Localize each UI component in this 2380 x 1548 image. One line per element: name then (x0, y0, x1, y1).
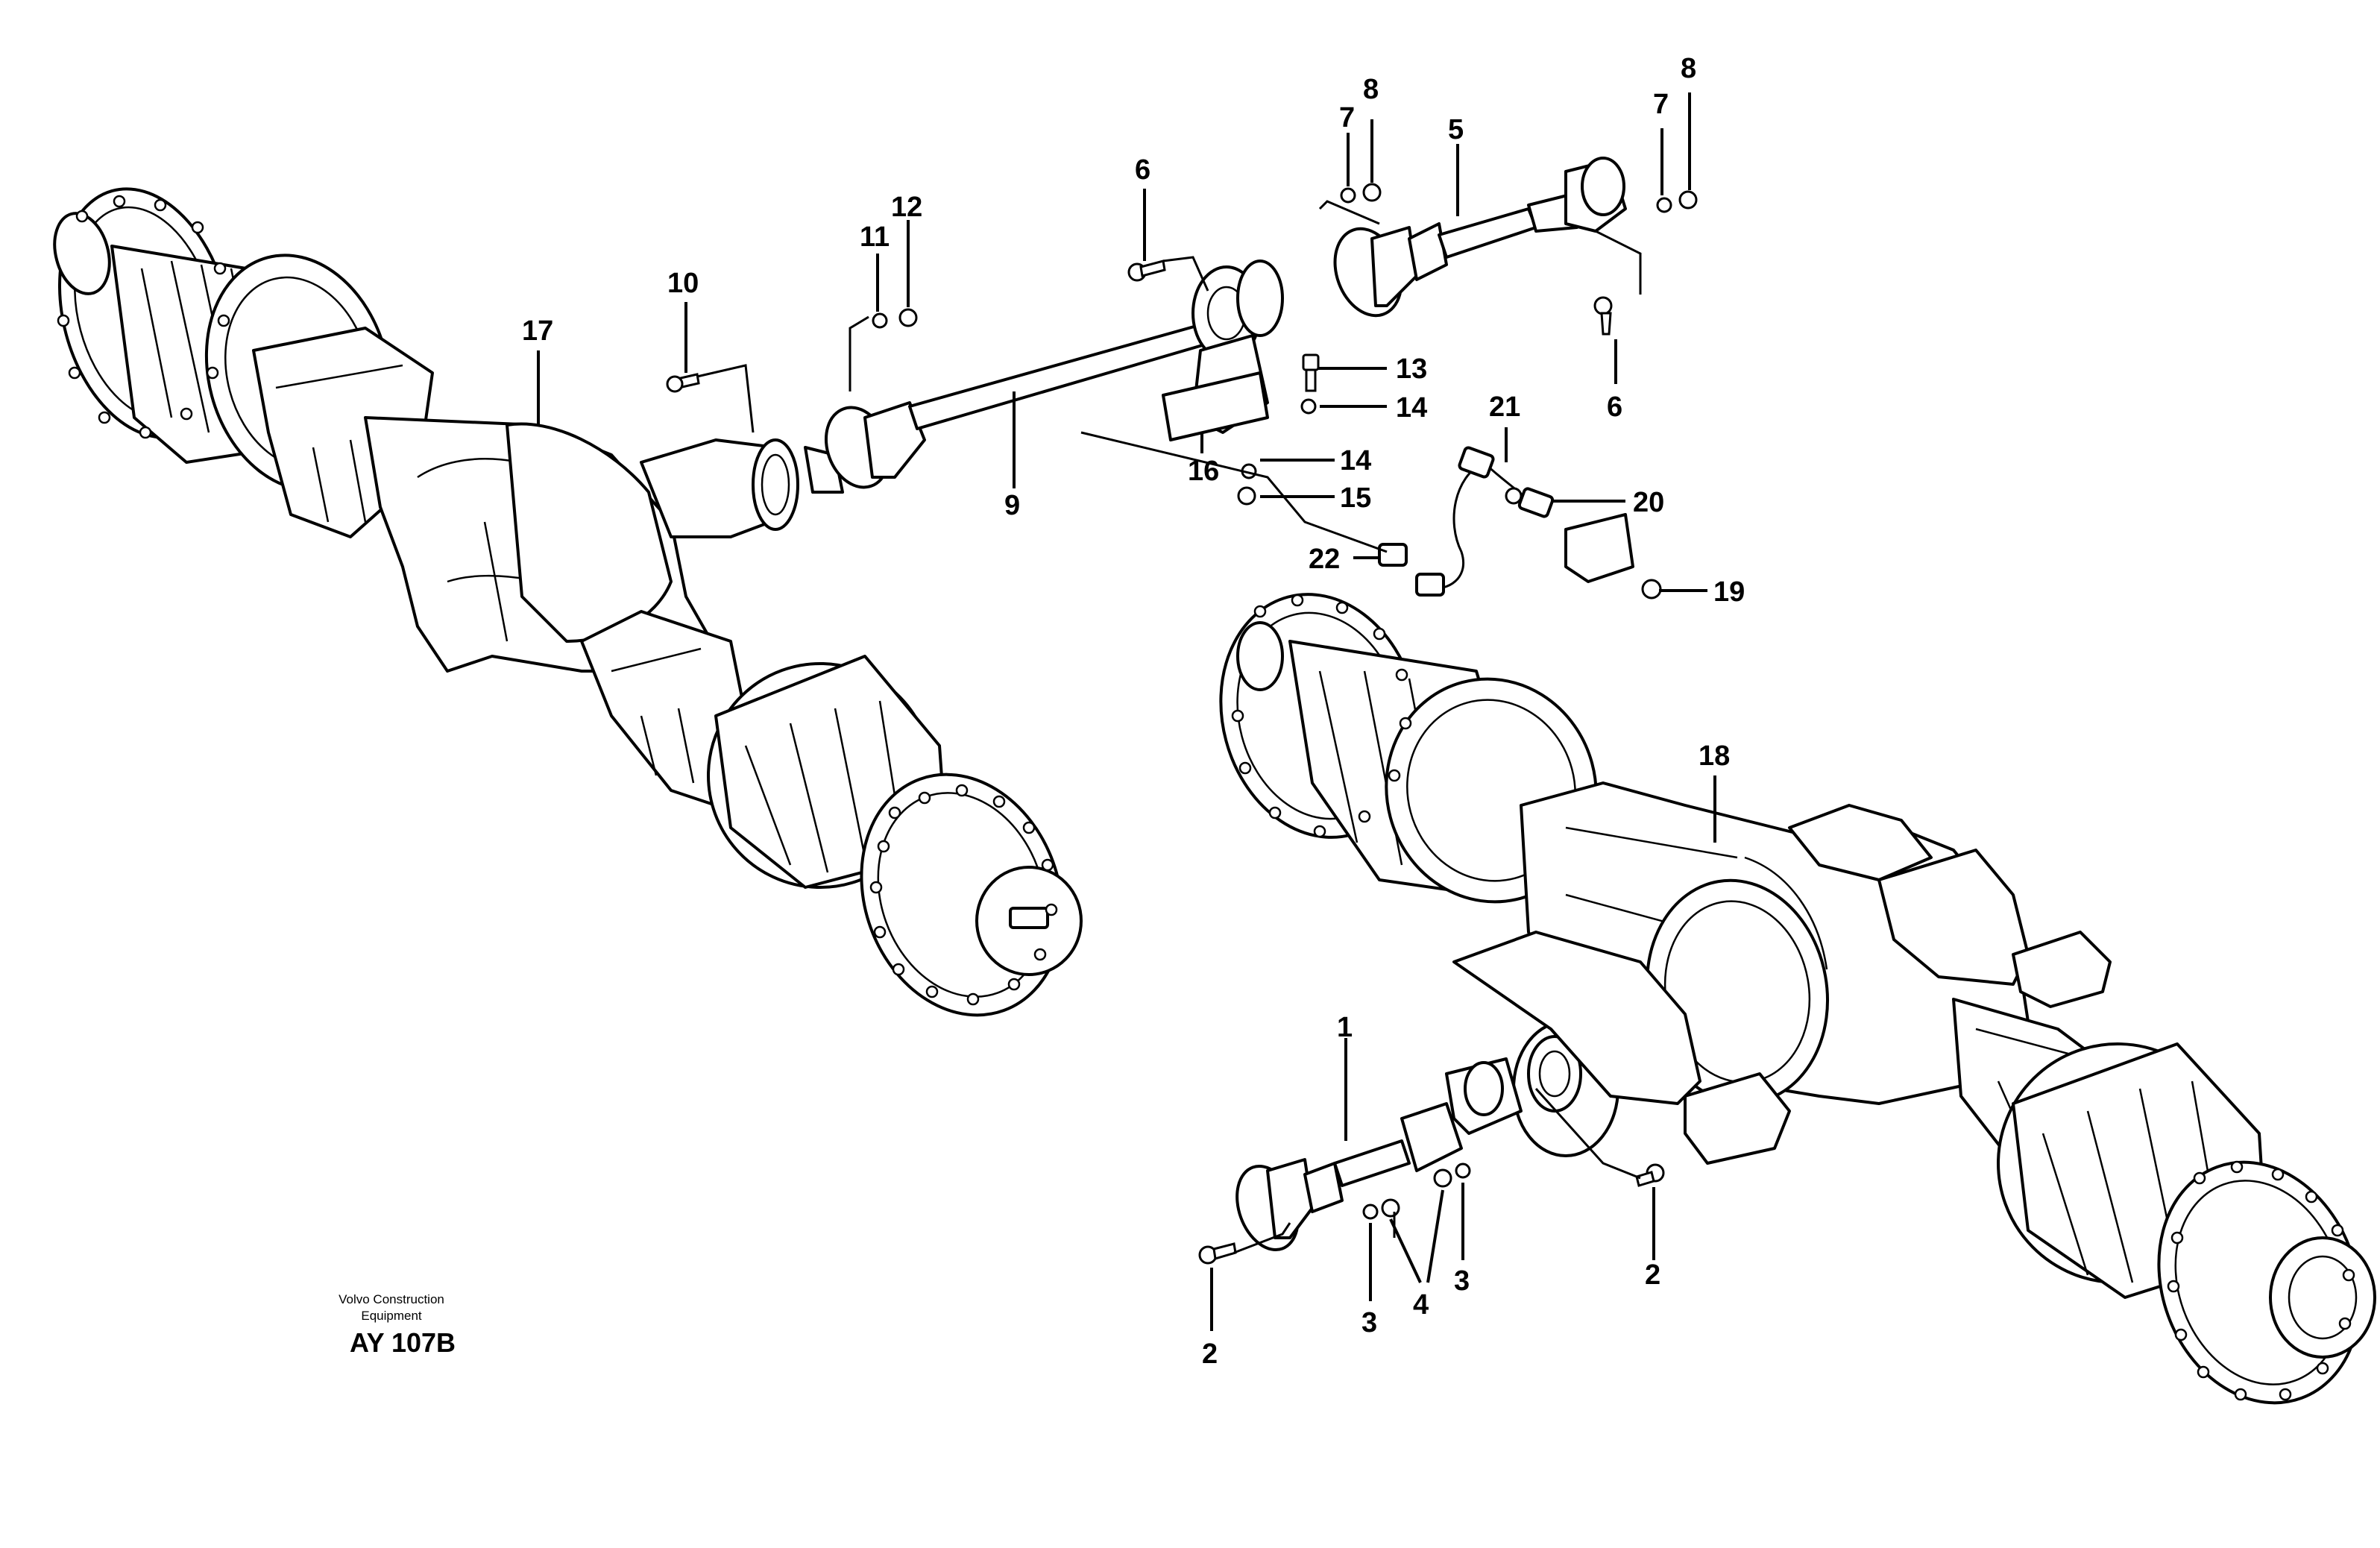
callout-3-left: 3 (1361, 1307, 1377, 1338)
hardware (666, 183, 1698, 1265)
propeller-shaft-9 (804, 319, 1224, 494)
alignment-lines (696, 200, 1642, 1254)
callout-2-left: 2 (1202, 1338, 1218, 1370)
callout-7-left: 7 (1339, 102, 1355, 133)
callout-6-right: 6 (1607, 391, 1622, 423)
callout-11: 11 (860, 221, 890, 253)
callout-15: 15 (1340, 482, 1371, 514)
propeller-shaft-5 (1236, 157, 1627, 337)
callout-4: 4 (1413, 1289, 1429, 1321)
credit-line-2: Equipment (361, 1309, 422, 1323)
callout-22: 22 (1309, 544, 1340, 575)
callout-18: 18 (1699, 740, 1730, 772)
credit-block: Volvo Construction Equipment AY 107B (339, 1292, 456, 1358)
callout-21: 21 (1489, 391, 1520, 423)
callout-8-right: 8 (1681, 53, 1696, 84)
front-axle-studs (57, 195, 1058, 1006)
callout-7-right: 7 (1653, 89, 1669, 120)
callout-14-lower: 14 (1340, 445, 1371, 476)
callout-3-right: 3 (1454, 1265, 1470, 1297)
callout-16: 16 (1188, 456, 1219, 487)
callout-labels: 1 2 2 3 3 4 5 6 6 7 7 8 8 9 10 11 12 13 … (522, 53, 1745, 1370)
callout-leaders (537, 92, 1716, 1331)
rear-axle-studs (1231, 594, 2355, 1401)
callout-14-upper: 14 (1396, 392, 1427, 424)
callout-20: 20 (1633, 487, 1664, 518)
front-axle-assembly (53, 187, 1083, 1017)
center-bearing-16 (1162, 265, 1269, 441)
callout-9: 9 (1004, 490, 1020, 521)
callout-12: 12 (891, 192, 922, 223)
figure-reference-code: AY 107B (350, 1327, 456, 1358)
rear-axle-assembly (1219, 593, 2376, 1405)
callout-8-left: 8 (1363, 74, 1379, 105)
speed-sensor-harness (1378, 446, 1662, 600)
callout-6-upper: 6 (1135, 154, 1150, 186)
callout-19: 19 (1713, 576, 1745, 608)
propeller-shaft-1 (1235, 1057, 1523, 1252)
callout-13: 13 (1396, 353, 1427, 385)
callout-1: 1 (1337, 1012, 1353, 1043)
callout-5: 5 (1448, 114, 1464, 145)
callout-2-right: 2 (1645, 1259, 1660, 1291)
callout-10: 10 (667, 268, 699, 299)
callout-17: 17 (522, 315, 553, 347)
credit-line-1: Volvo Construction (339, 1292, 444, 1306)
